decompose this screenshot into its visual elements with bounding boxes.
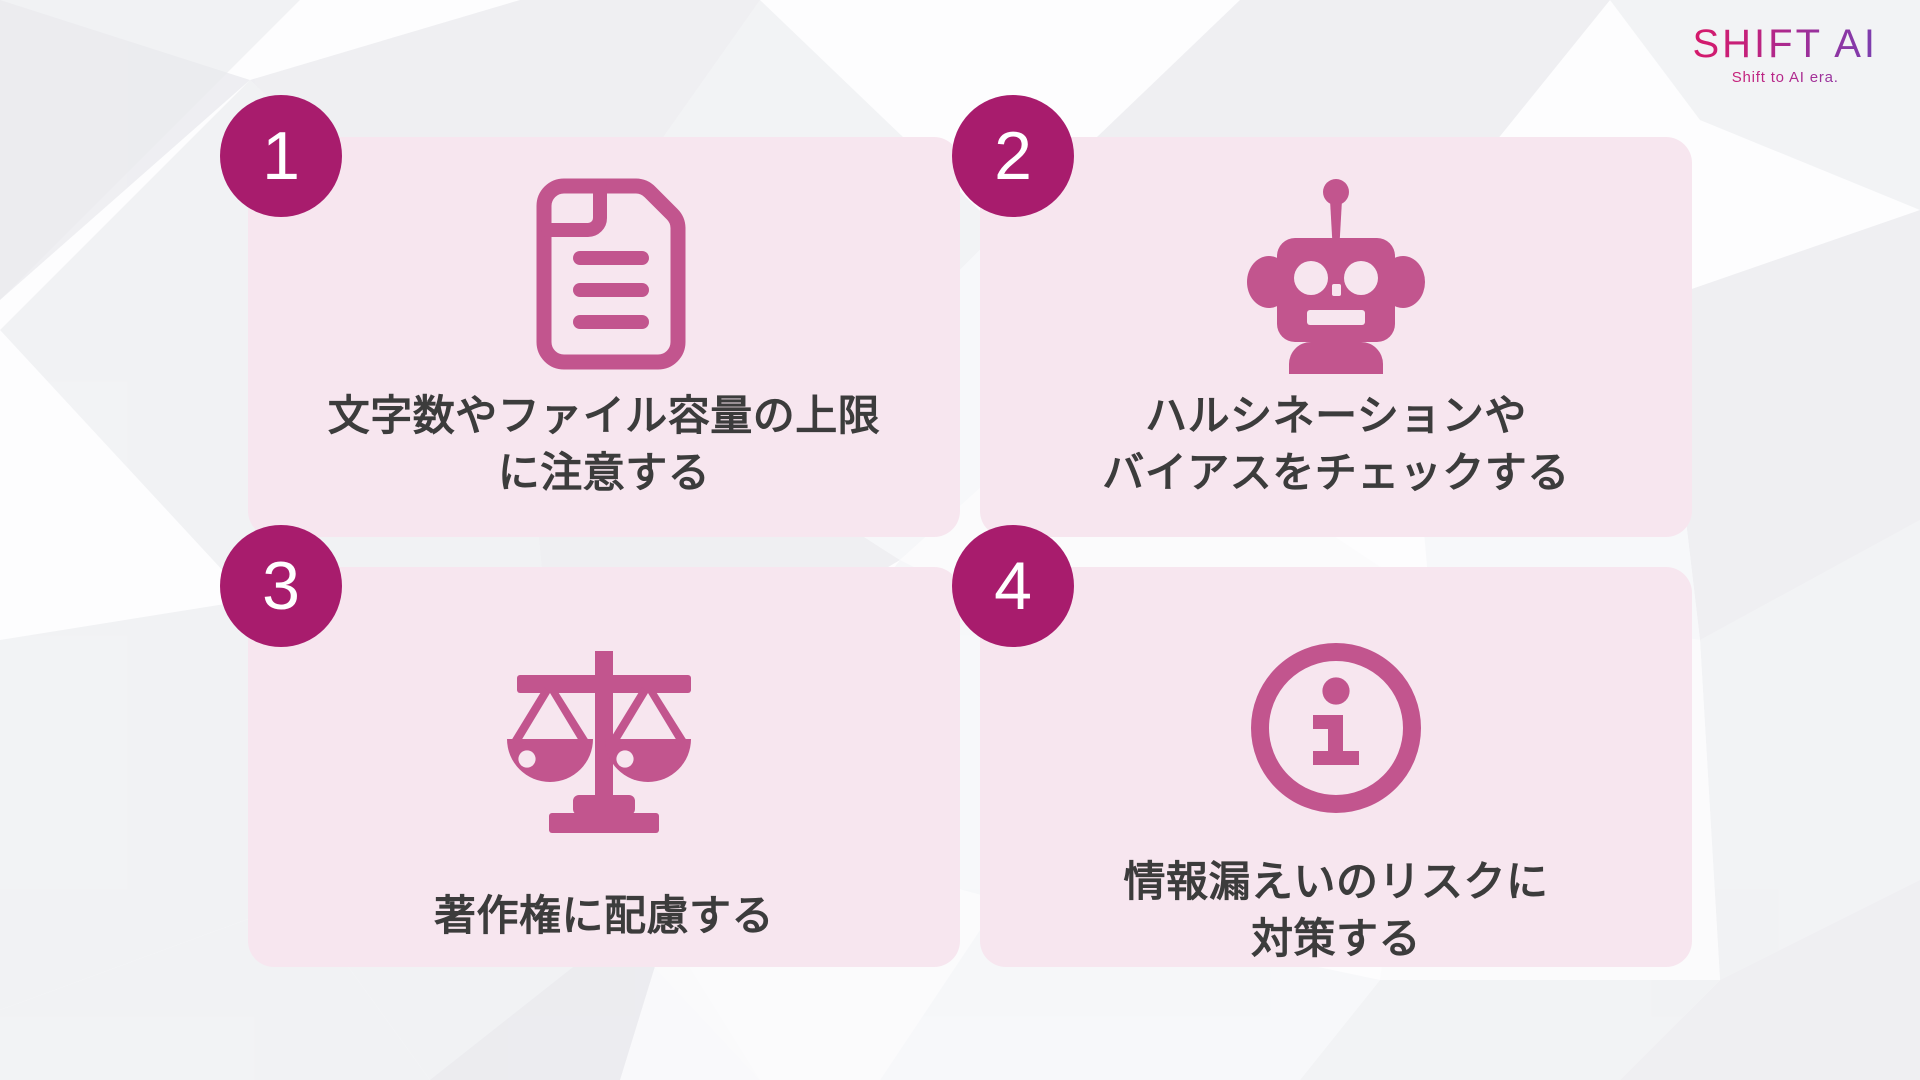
card-1-number-badge: 1 (220, 95, 342, 217)
card-3-title-line-1: 著作権に配慮する (433, 892, 774, 939)
card-2-title-line-1: ハルシネーションや (1145, 392, 1527, 439)
card-2-title-line-2: バイアスをチェックする (1102, 449, 1570, 497)
logo-tagline: Shift to AI era. (1692, 70, 1878, 85)
brand-logo: SHIFT AI Shift to AI era. (1692, 24, 1878, 85)
card-3-number-badge: 3 (220, 525, 342, 647)
card-4-title-line-1: 情報漏えいのリスクに (1123, 857, 1549, 905)
balance-scale-icon (499, 623, 709, 855)
card-2: 2 ハルシネーションや バイアスをチェックする (952, 95, 1692, 537)
robot-icon (1243, 175, 1429, 381)
card-4-title: 情報漏えいのリスクに 対策する (980, 853, 1692, 967)
card-1-title: 文字数やファイル容量の上限 に注意する (248, 387, 960, 501)
info-circle-icon (1247, 625, 1425, 831)
card-1-title-line-2: に注意する (497, 449, 711, 497)
card-3: 3 著作権に配慮する (220, 525, 960, 967)
card-2-number-badge: 2 (952, 95, 1074, 217)
card-grid: 1 文字数やファイル容量の上限 に注意する 2 (220, 95, 1692, 967)
card-4: 4 情報漏えいのリスクに 対策する (952, 525, 1692, 967)
card-4-title-line-2: 対策する (1250, 914, 1421, 962)
card-1-title-line-1: 文字数やファイル容量の上限 (327, 392, 881, 439)
document-icon (520, 175, 688, 381)
logo-wordmark: SHIFT AI (1692, 22, 1878, 66)
card-2-title: ハルシネーションや バイアスをチェックする (980, 387, 1692, 501)
card-1: 1 文字数やファイル容量の上限 に注意する (220, 95, 960, 537)
card-4-number-badge: 4 (952, 525, 1074, 647)
card-3-title: 著作権に配慮する (248, 887, 960, 944)
